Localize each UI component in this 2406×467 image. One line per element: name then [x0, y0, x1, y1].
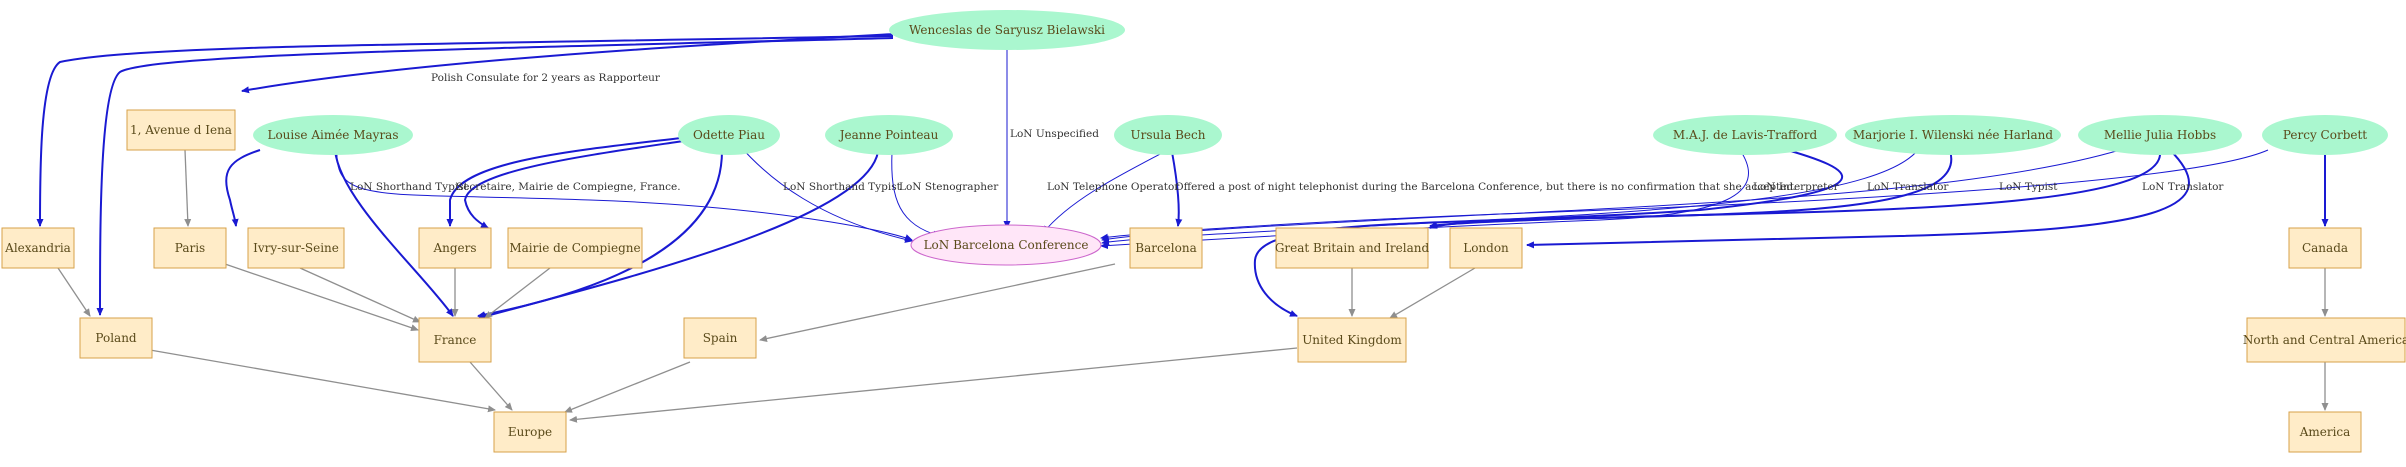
- node-conference[interactable]: LoN Barcelona Conference: [910, 224, 1102, 266]
- edge-ursula-conference: [1042, 149, 1169, 234]
- edge-label-louise-secretaire: Secretaire, Mairie de Compiegne, France.: [456, 181, 681, 193]
- node-label: Paris: [175, 241, 205, 255]
- edge-odette-mairie: [463, 139, 691, 229]
- node-nca[interactable]: North and Central America: [2243, 317, 2406, 363]
- edge-wenceslas-avenue: [241, 33, 896, 94]
- node-label: North and Central America: [2243, 333, 2406, 347]
- node-label: Spain: [703, 331, 738, 345]
- edge-mellie-gbi: [1429, 151, 2162, 229]
- node-odette[interactable]: Odette Piau: [678, 115, 780, 155]
- node-avenue[interactable]: 1, Avenue d Iena: [126, 109, 236, 151]
- node-france[interactable]: France: [418, 317, 492, 363]
- edge-label-odette-shorthand: LoN Shorthand Typist: [783, 181, 902, 193]
- node-label: Wenceslas de Saryusz Bielawski: [909, 23, 1105, 37]
- node-label: America: [2299, 425, 2351, 439]
- node-mla[interactable]: M.A.J. de Lavis-Trafford: [1653, 115, 1837, 155]
- edge-label-ursula-telephone: LoN Telephone Operator: [1047, 181, 1180, 193]
- node-canada[interactable]: Canada: [2288, 227, 2362, 269]
- edge-label-lon-unspecified: LoN Unspecified: [1010, 128, 1099, 140]
- edge-spain-europe: [564, 361, 691, 413]
- node-percy[interactable]: Percy Corbett: [2262, 115, 2388, 155]
- node-uk[interactable]: United Kingdom: [1297, 317, 1407, 363]
- node-gbi[interactable]: Great Britain and Ireland: [1275, 227, 1430, 269]
- edge-avenue-paris: [184, 149, 192, 227]
- edge-label-mellie-typist: LoN Typist: [1999, 181, 2058, 193]
- edge-jeanne-france: [478, 151, 879, 320]
- edge-wenceslas-poland: [96, 37, 894, 316]
- node-angers[interactable]: Angers: [418, 227, 492, 269]
- edge-wenceslas-alexandria: [36, 35, 894, 227]
- node-label: 1, Avenue d Iena: [130, 123, 232, 137]
- node-label: Europe: [508, 425, 552, 439]
- edge-label-marjorie-translator: LoN Translator: [1867, 181, 1949, 193]
- node-label: Odette Piau: [693, 128, 765, 142]
- node-mairie[interactable]: Mairie de Compiegne: [507, 227, 643, 269]
- node-label: Jeanne Pointeau: [838, 128, 939, 142]
- node-label: Louise Aimée Mayras: [267, 128, 398, 142]
- edge-poland-europe: [149, 349, 496, 413]
- node-marjorie[interactable]: Marjorie I. Wilenski née Harland: [1845, 115, 2061, 155]
- node-label: Mairie de Compiegne: [509, 241, 640, 255]
- edge-louise-france: [334, 149, 454, 317]
- edge-label-mla-interpreter: LoN Interpreter: [1753, 181, 1840, 193]
- node-jeanne[interactable]: Jeanne Pointeau: [825, 115, 953, 155]
- edge-barcelona-spain: [759, 263, 1116, 342]
- edge-jeanne-conference: [891, 151, 941, 238]
- edge-uk-europe: [569, 347, 1298, 423]
- node-ivry[interactable]: Ivry-sur-Seine: [247, 227, 345, 269]
- node-label: LoN Barcelona Conference: [924, 238, 1089, 252]
- node-label: Great Britain and Ireland: [1275, 241, 1430, 255]
- node-europe[interactable]: Europe: [493, 411, 567, 453]
- node-louise[interactable]: Louise Aimée Mayras: [253, 115, 413, 155]
- node-label: Angers: [432, 241, 476, 255]
- node-america[interactable]: America: [2288, 411, 2362, 453]
- edge-louise-conference: [336, 150, 913, 241]
- edge-label-ursula-offered: Offered a post of night telephonist duri…: [1175, 181, 1797, 193]
- node-label: Barcelona: [1135, 241, 1196, 255]
- node-label: France: [434, 333, 477, 347]
- edge-france-europe: [469, 361, 513, 411]
- node-london[interactable]: London: [1449, 227, 1523, 269]
- edge-odette-conference: [739, 145, 913, 243]
- node-alexandria[interactable]: Alexandria: [1, 227, 75, 269]
- node-ursula[interactable]: Ursula Bech: [1114, 115, 1222, 155]
- node-label: Ivry-sur-Seine: [253, 241, 339, 255]
- node-paris[interactable]: Paris: [153, 227, 227, 269]
- node-label: United Kingdom: [1302, 333, 1402, 347]
- node-label: Mellie Julia Hobbs: [2104, 128, 2216, 142]
- edge-ursula-barcelona: [1171, 151, 1183, 227]
- node-wenceslas[interactable]: Wenceslas de Saryusz Bielawski: [889, 10, 1125, 50]
- node-label: Alexandria: [4, 241, 71, 255]
- edge-label-jeanne-stenographer: LoN Stenographer: [899, 181, 999, 193]
- node-mellie[interactable]: Mellie Julia Hobbs: [2078, 115, 2242, 155]
- edge-london-uk: [1389, 267, 1476, 319]
- node-label: Marjorie I. Wilenski née Harland: [1853, 128, 2054, 142]
- node-label: Percy Corbett: [2283, 128, 2367, 142]
- edge-label-louise-shorthand: LoN Shorthand Typist: [350, 181, 469, 193]
- edge-paris-france: [224, 263, 419, 332]
- edge-odette-angers: [446, 136, 691, 227]
- node-spain[interactable]: Spain: [683, 317, 757, 359]
- edge-mellie-london: [1526, 149, 2190, 249]
- edge-label-percy-translator: LoN Translator: [2142, 181, 2224, 193]
- node-label: Poland: [95, 331, 137, 345]
- edge-alexandria-poland: [57, 267, 91, 317]
- node-label: M.A.J. de Lavis-Trafford: [1673, 128, 1818, 142]
- node-label: Canada: [2302, 241, 2348, 255]
- node-label: London: [1463, 241, 1509, 255]
- node-label: Ursula Bech: [1131, 128, 1206, 142]
- edge-label-polish-consulate: Polish Consulate for 2 years as Rapporte…: [431, 72, 661, 84]
- edge-mairie-france: [484, 267, 551, 319]
- node-poland[interactable]: Poland: [79, 317, 153, 359]
- edge-louise-ivry: [225, 149, 261, 227]
- node-barcelona[interactable]: Barcelona: [1129, 227, 1203, 269]
- edge-ivry-france: [299, 267, 421, 323]
